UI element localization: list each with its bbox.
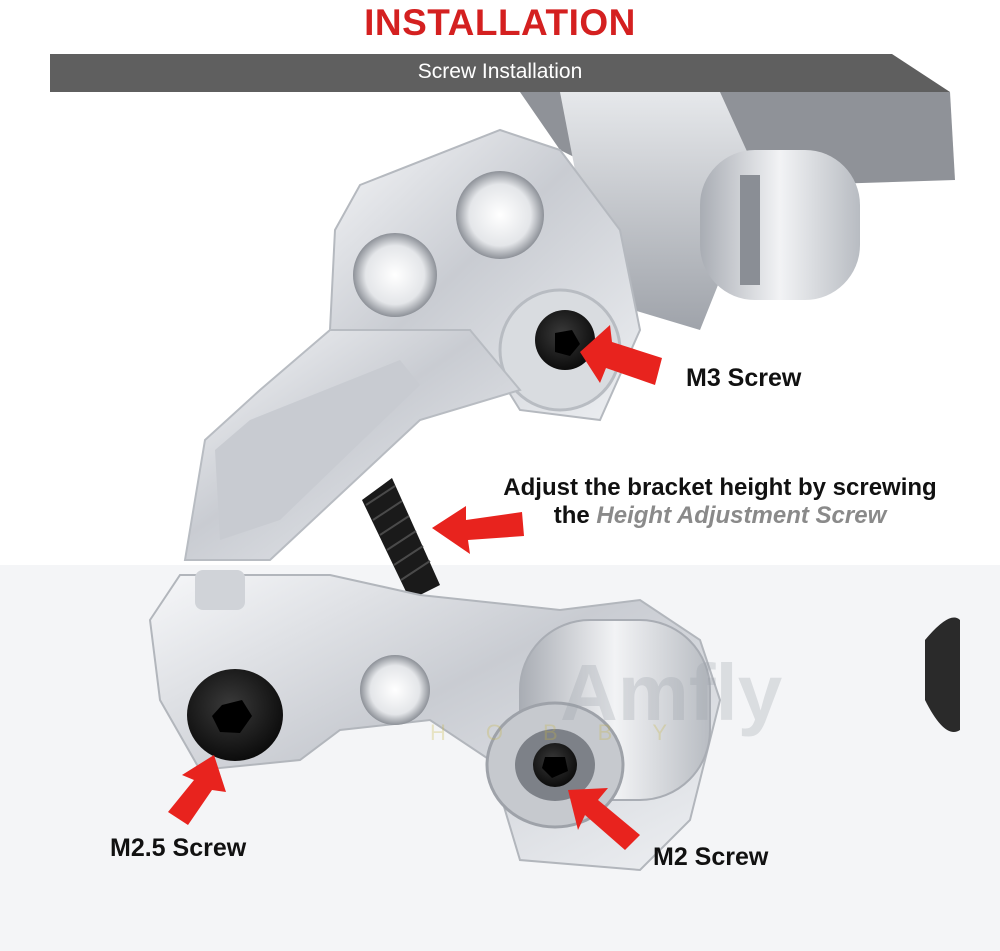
page-title: INSTALLATION (364, 2, 636, 43)
m2-5-arrow (168, 755, 226, 825)
m2-5-screw-label: M2.5 Screw (110, 834, 247, 862)
m2-arrow (568, 788, 640, 850)
strut (183, 329, 522, 561)
m3-screw-label: M3 Screw (686, 364, 802, 392)
height-adjust-note: Adjust the bracket height by screwing th… (470, 474, 970, 530)
adjust-line-1: Adjust the bracket height by screwing (503, 474, 937, 501)
m2-screw-label: M2 Screw (653, 843, 769, 871)
banner-label: Screw Installation (417, 60, 583, 83)
arrows (168, 325, 662, 850)
watermark-sub: HOBBY (430, 720, 707, 745)
adjust-prefix: the (553, 502, 597, 529)
watermark: Amfly HOBBY (430, 648, 783, 745)
adjust-arrow (432, 506, 524, 554)
dark-knob (925, 617, 960, 732)
m2-5-screw-head (187, 669, 283, 761)
m3-arrow (580, 325, 662, 385)
watermark-brand: Amfly (560, 648, 783, 737)
adjust-line-2: the Height Adjustment Screw (470, 502, 970, 530)
m3-screw-head (535, 310, 595, 370)
height-adjustment-screw-label: Height Adjustment Screw (596, 502, 887, 529)
banner-bar (50, 54, 950, 92)
height-adjustment-screw (362, 478, 440, 600)
